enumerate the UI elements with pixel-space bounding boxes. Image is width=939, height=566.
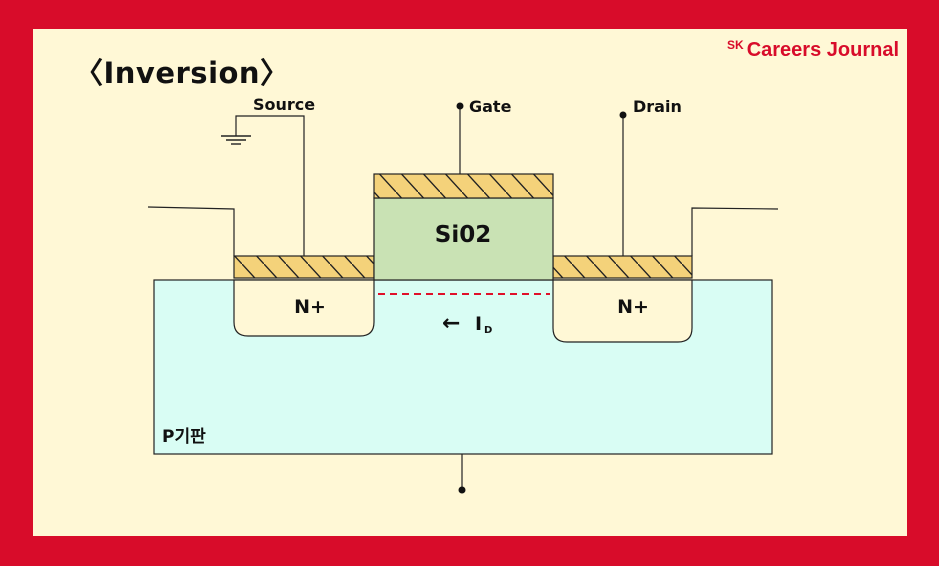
drain-label: Drain — [633, 97, 682, 116]
substrate-label: P기판 — [162, 427, 206, 447]
gate-terminal-dot — [456, 102, 464, 110]
right-surface-line — [691, 207, 779, 256]
current-arrow-icon: ← — [442, 311, 460, 336]
left-surface-line — [147, 206, 235, 256]
current-subscript: D — [484, 325, 492, 336]
oxide-label: Si02 — [435, 222, 491, 248]
source-wire — [235, 115, 305, 256]
oxide-layer — [373, 197, 554, 281]
drain-well — [552, 279, 693, 343]
brand-prefix: SK — [727, 38, 744, 52]
drain-terminal-dot — [619, 111, 627, 119]
source-label: Source — [253, 95, 315, 114]
current-symbol: I — [475, 313, 482, 335]
source-well — [233, 279, 375, 337]
drain-region-label: N+ — [617, 296, 649, 318]
source-region-label: N+ — [294, 296, 326, 318]
gate-label: Gate — [469, 97, 512, 116]
page-title: 〈Inversion〉 — [74, 56, 290, 90]
body-terminal-dot — [458, 486, 466, 494]
brand-name: Careers Journal — [746, 39, 899, 61]
